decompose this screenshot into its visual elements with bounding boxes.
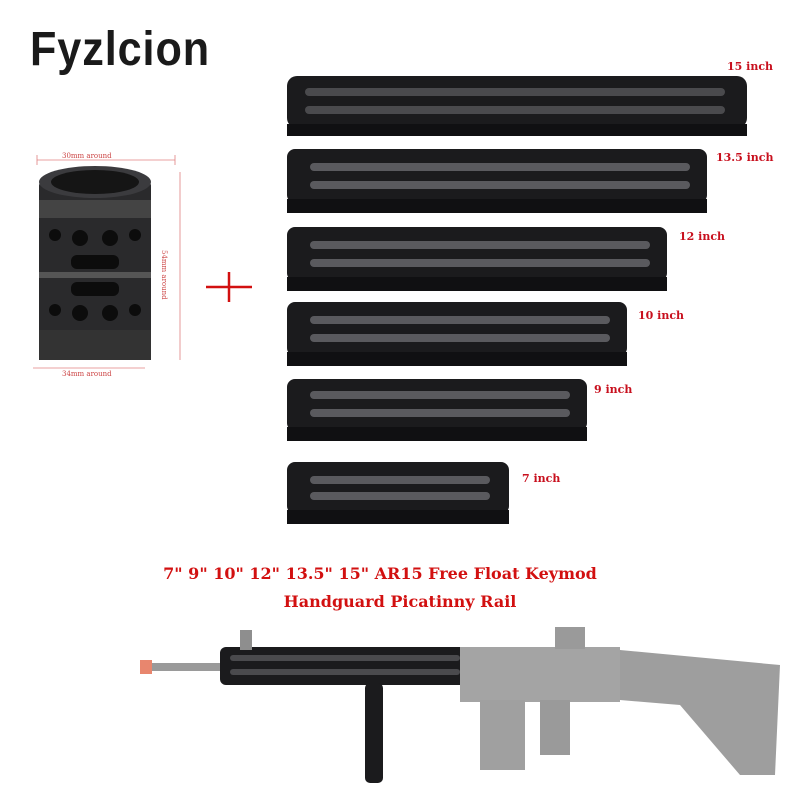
handguard-rail-15 (287, 76, 747, 136)
barrel-nut-adapter (33, 155, 181, 369)
caption-line-1: 7" 9" 10" 12" 13.5" 15" AR15 Free Float … (163, 564, 597, 583)
handguard-rail-12 (287, 227, 667, 291)
side-dimension-label: 54mm around (160, 250, 168, 300)
handguard-rail-10 (287, 302, 627, 366)
handguard-rail-9 (287, 379, 587, 441)
rail-label-10: 10 inch (638, 309, 685, 322)
rail-label-13-5: 13.5 inch (716, 151, 774, 164)
handguard-rail-13-5 (287, 149, 707, 213)
rail-label-15: 15 inch (727, 60, 774, 73)
rail-label-12: 12 inch (679, 230, 726, 243)
top-dimension-label: 30mm around (62, 152, 112, 160)
rifle-with-handguard (140, 627, 780, 783)
bottom-dimension-label: 34mm around (62, 370, 112, 378)
rail-label-9: 9 inch (594, 383, 633, 396)
brand-logo: Fyzlcion (30, 23, 211, 76)
caption-line-2: Handguard Picatinny Rail (283, 592, 517, 611)
handguard-rail-7 (287, 462, 509, 524)
rail-label-7: 7 inch (522, 472, 561, 485)
plus-icon (206, 272, 252, 302)
